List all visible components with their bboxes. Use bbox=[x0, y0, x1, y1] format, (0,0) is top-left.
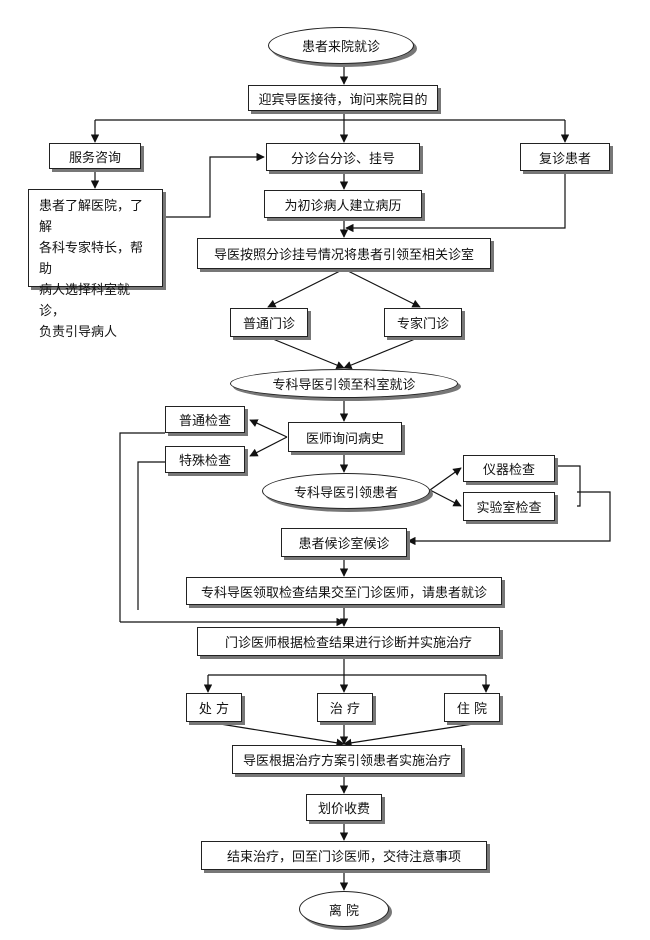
hospitalize-node: 住 院 bbox=[444, 693, 500, 722]
arrow bbox=[343, 268, 421, 308]
revisit-node: 复诊患者 bbox=[520, 143, 610, 171]
arrow bbox=[343, 721, 487, 747]
arrow bbox=[429, 489, 462, 507]
arrow bbox=[249, 436, 288, 457]
record-node: 为初诊病人建立病历 bbox=[264, 190, 422, 218]
arrow bbox=[407, 491, 611, 546]
triage-node: 分诊台分诊、挂号 bbox=[266, 143, 420, 171]
lab-exam-node: 实验室检查 bbox=[463, 492, 555, 521]
guide-room-node: 导医按照分诊挂号情况将患者引领至相关诊室 bbox=[197, 238, 491, 269]
arrow bbox=[249, 419, 288, 438]
dept-guide-patient-node: 专科导医引领患者 bbox=[262, 473, 430, 509]
consult-note-line: 各科专家特长，帮助 bbox=[39, 241, 144, 277]
arrow bbox=[207, 721, 345, 747]
arrow bbox=[343, 336, 421, 370]
treatment-node: 治 疗 bbox=[317, 693, 373, 722]
consult-node: 服务咨询 bbox=[49, 143, 141, 169]
general-exam-node: 普通检查 bbox=[165, 406, 245, 433]
consult-note-line: 负责引导病人 bbox=[39, 325, 118, 340]
history-node: 医师询问病史 bbox=[288, 422, 402, 452]
prescription-node: 处 方 bbox=[186, 693, 242, 722]
special-exam-node: 特殊检查 bbox=[165, 446, 245, 473]
waiting-node: 患者候诊室候诊 bbox=[281, 528, 407, 557]
arrow bbox=[267, 268, 345, 308]
consult-note-line: 病人选择科室就诊， bbox=[39, 283, 131, 319]
results-node: 专科导医领取检查结果交至门诊医师，请患者就诊 bbox=[186, 577, 502, 605]
start-node: 患者来院就诊 bbox=[268, 27, 414, 64]
end-treatment-node: 结束治疗，回至门诊医师，交待注意事项 bbox=[201, 841, 487, 870]
instrument-exam-node: 仪器检查 bbox=[463, 455, 555, 482]
consult-note-line: 患者了解医院，了解 bbox=[39, 199, 144, 235]
expert-clinic-node: 专家门诊 bbox=[384, 308, 462, 337]
arrow bbox=[163, 152, 265, 218]
diagnosis-node: 门诊医师根据检查结果进行诊断并实施治疗 bbox=[197, 627, 500, 656]
leave-node: 离 院 bbox=[299, 891, 389, 927]
implement-node: 导医根据治疗方案引领患者实施治疗 bbox=[232, 745, 462, 774]
general-clinic-node: 普通门诊 bbox=[230, 308, 308, 337]
arrow bbox=[429, 467, 462, 491]
arrow bbox=[345, 171, 566, 233]
greeting-node: 迎宾导医接待，询问来院目的 bbox=[248, 85, 438, 111]
consult-note-node: 患者了解医院，了解 各科专家特长，帮助 病人选择科室就诊， 负责引导病人 bbox=[28, 189, 163, 340]
dept-guide-node: 专科导医引领至科室就诊 bbox=[230, 369, 458, 398]
billing-node: 划价收费 bbox=[306, 794, 382, 821]
arrow bbox=[555, 465, 581, 507]
arrow bbox=[267, 336, 345, 370]
